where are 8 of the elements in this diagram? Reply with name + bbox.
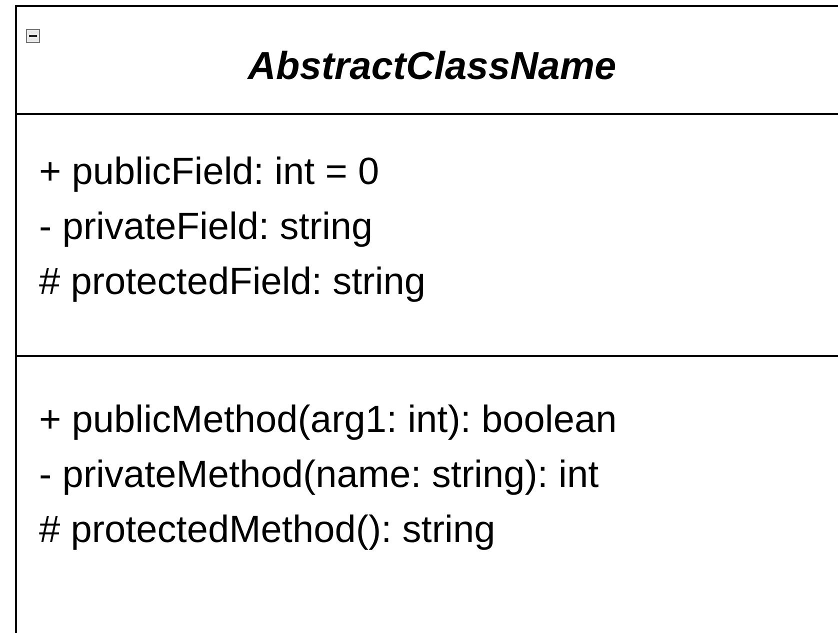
class-name: AbstractClassName: [246, 44, 618, 90]
field-text: # protectedField: string: [39, 260, 426, 305]
method-text: # protectedMethod(): string: [39, 508, 496, 553]
method-text: - privateMethod(name: string): int: [39, 453, 599, 498]
field-text: + publicField: int = 0: [39, 150, 380, 195]
class-box: [15, 5, 838, 633]
field-text: - privateField: string: [39, 205, 373, 250]
method-text: + publicMethod(arg1: int): boolean: [39, 398, 617, 443]
